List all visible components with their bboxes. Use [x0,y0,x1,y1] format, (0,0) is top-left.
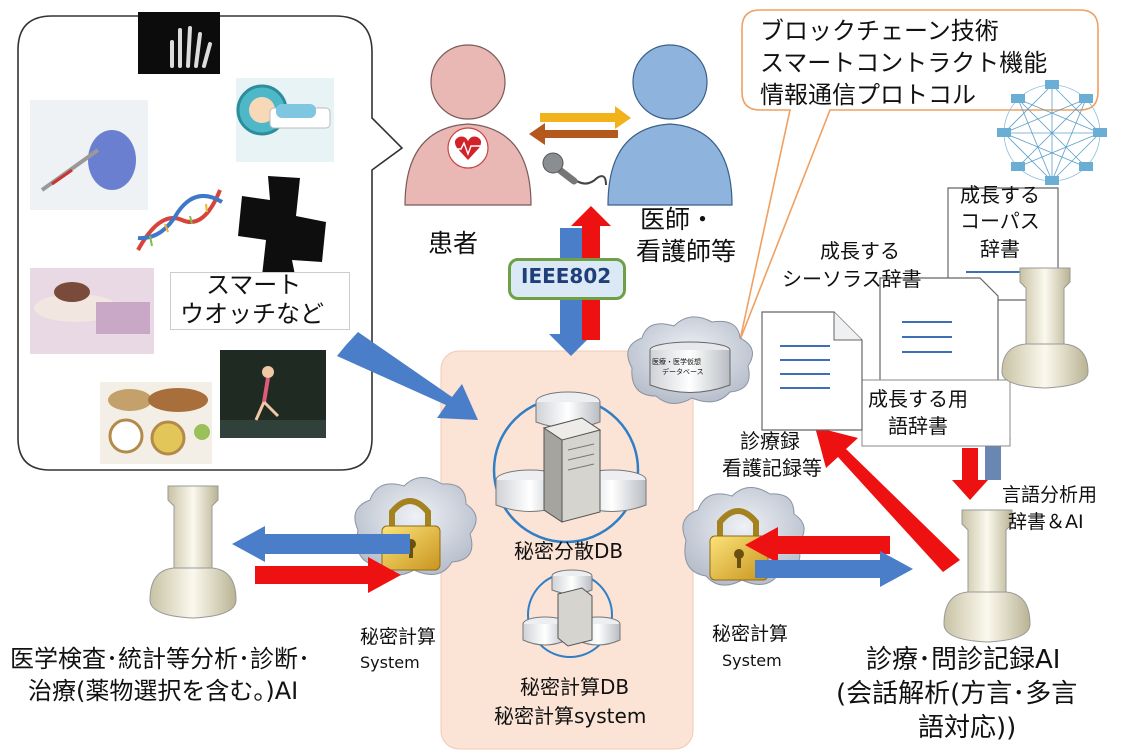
secret-calc-db-line2: 秘密計算system [494,704,647,728]
records-label-line1: 診療録 [740,429,800,453]
term-red-down-arrow [952,448,988,500]
left-ai-label-line2: 治療(薬物選択を含む。)AI [28,677,299,705]
right-ai-podium [943,509,1031,643]
term-label-line1: 成長する用 [868,387,968,411]
smartwatch-image [238,176,326,280]
lang-ai-label-line2: 辞書＆AI [1008,511,1084,533]
secret-calc-right-line2: System [722,651,782,670]
smartwatch-label-line2: ウオッチなど [180,300,324,328]
right-ai-label-line2: (会話解析(方言･多言 [836,679,1078,709]
ieee-badge [508,258,626,300]
mri-image [236,78,334,162]
smartwatch-label-box [170,272,350,330]
network-icon [1003,84,1101,182]
ieee-label: IEEE802 [521,264,612,288]
injection-image [30,100,148,210]
secret-db-cluster [492,391,647,544]
left-ai-podium [149,485,237,619]
patient-figure [404,44,532,206]
left-red-arrow [255,557,401,593]
dna-image [136,189,224,251]
dictionary-podium [1001,267,1089,389]
virtual-db-label-line2: データベース [662,368,704,376]
virtual-db-label-line1: 医療・医学仮想 [652,358,701,366]
lang-ai-label-line1: 言語分析用 [1002,484,1098,506]
doctor-label-line1: 医師・ [640,205,716,234]
corpus-label-line3: 辞書 [980,237,1020,261]
patient-label: 患者 [428,229,479,258]
running-image [220,350,326,438]
thesaurus-label-line2: シーソラス辞書 [782,267,922,291]
left-ai-label-line1: 医学検査･統計等分析･診断･ [10,645,310,673]
blockchain-line1: ブロックチェーン技術 [760,17,999,45]
server-icon [542,417,602,523]
doctor-figure [607,44,733,206]
sleep-image [30,268,154,354]
smartwatch-label-line1: スマート [206,271,302,299]
secret-calc-db-cluster [522,569,621,658]
right-red-arrow [745,527,890,563]
term-label-line2: 語辞書 [888,414,948,438]
secret-calc-db-line1: 秘密計算DB [520,675,630,699]
left-blue-arrow [232,526,410,562]
right-ai-label-line1: 診療･問診記録AI [866,645,1061,675]
secret-calc-left-line1: 秘密計算 [360,626,437,648]
food-image [100,382,212,464]
blockchain-line2: スマートコントラクト機能 [760,49,1048,77]
corpus-label-line2: コーパス [960,209,1040,233]
secret-calc-left-line2: System [360,653,420,672]
blockchain-line3: 情報通信プロトコル [760,81,976,109]
records-document [761,311,863,431]
microphone-icon [542,152,607,186]
right-blue-arrow [755,551,913,587]
devices-to-db-arrow [337,332,478,420]
blockchain-callout [739,9,1099,341]
records-red-arrow [815,427,960,572]
right-ai-label-line3: 語対応)) [918,713,1017,743]
thesaurus-label-line1: 成長する [820,239,900,263]
corpus-label-line1: 成長する [960,183,1040,207]
doctor-label-line2: 看護師等 [636,237,737,266]
secret-calc-right-line1: 秘密計算 [712,623,789,645]
xray-image [138,12,220,74]
secret-db-label: 秘密分散DB [514,539,624,563]
records-label-line2: 看護記録等 [722,456,822,480]
exchange-arrows [529,106,631,145]
virtual-db-cloud [627,316,753,404]
